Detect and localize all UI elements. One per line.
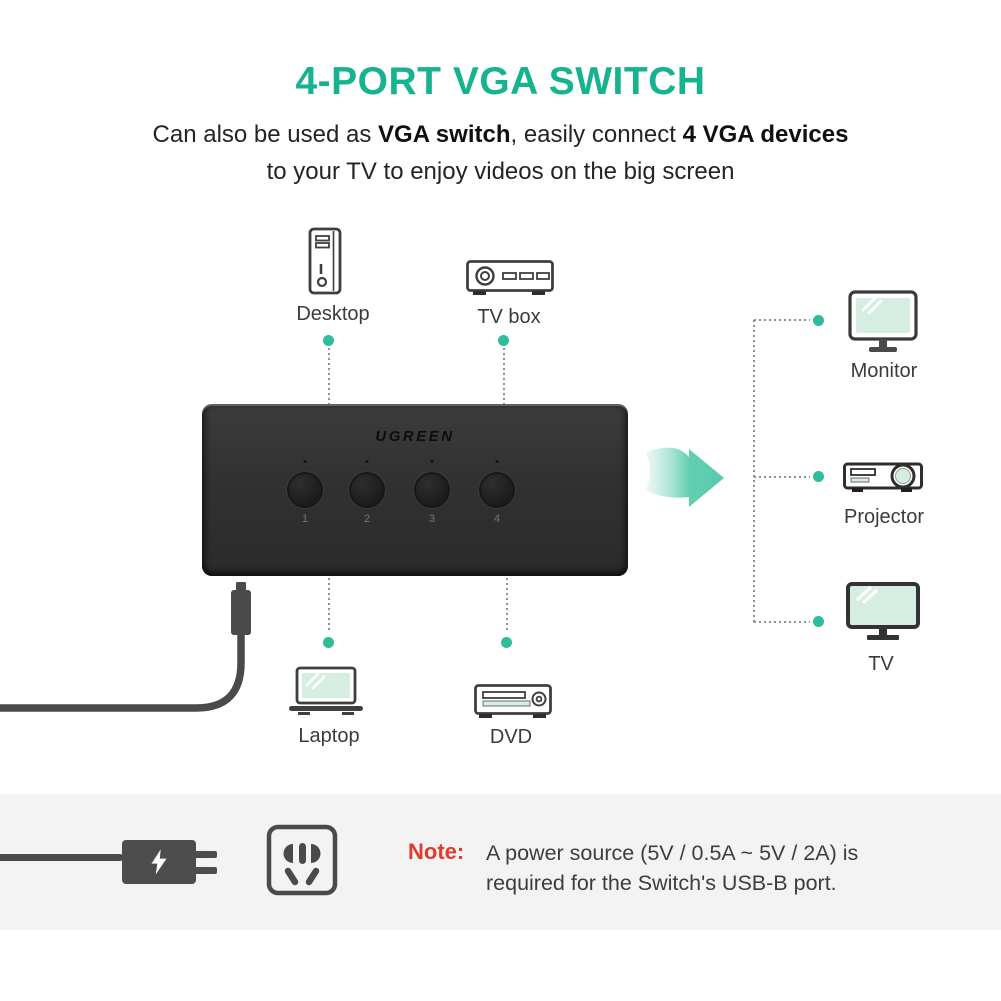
subtitle-seg3: , easily connect [510, 121, 683, 148]
connection-dot [323, 335, 334, 346]
tv-box-label: TV box [477, 306, 541, 328]
connection-dot [501, 637, 512, 648]
port-button-4: 4 [477, 404, 517, 576]
dotted-connector [328, 578, 330, 632]
subtitle-seg1: Can also be used as [152, 121, 379, 148]
plug-prong [194, 867, 217, 874]
monitor-icon [848, 290, 918, 352]
arrow-right-icon [646, 447, 724, 507]
ugreen-logo: UGREEN [375, 428, 455, 445]
port-button-1: 1 [285, 404, 325, 576]
connection-dot [323, 637, 334, 648]
connection-dot [813, 315, 824, 326]
indicator-led [430, 460, 434, 463]
port-number: 2 [363, 513, 371, 525]
select-button-icon [287, 472, 323, 508]
subtitle-seg2-bold: VGA switch [378, 121, 511, 148]
port-number: 4 [493, 513, 501, 525]
tv-label: TV [868, 653, 894, 675]
power-adapter-icon [122, 840, 196, 884]
select-button-icon [479, 472, 515, 508]
note-text: A power source (5V / 0.5A ~ 5V / 2A) is … [486, 839, 858, 898]
connection-dot [498, 335, 509, 346]
indicator-led [495, 460, 499, 463]
connection-dot [813, 471, 824, 482]
plug-prong [194, 851, 217, 858]
indicator-led [303, 460, 307, 463]
subtitle-line2: to your TV to enjoy videos on the big sc… [266, 158, 735, 185]
wall-socket-icon [266, 824, 338, 896]
subtitle-seg4-bold: 4 VGA devices [682, 121, 849, 148]
monitor-label: Monitor [850, 360, 918, 382]
note-line1: A power source (5V / 0.5A ~ 5V / 2A) is [486, 841, 859, 865]
port-number: 1 [301, 513, 309, 525]
connection-dot [813, 616, 824, 627]
lightning-bolt-icon [151, 849, 167, 875]
port-number: 3 [428, 513, 436, 525]
dotted-connector [753, 320, 755, 623]
projector-icon [843, 462, 923, 492]
page-title: 4-PORT VGA SWITCH [295, 60, 706, 103]
indicator-led [365, 460, 369, 463]
select-button-icon [414, 472, 450, 508]
dvd-label: DVD [489, 726, 533, 748]
dotted-connector [506, 578, 508, 632]
dotted-connector [754, 476, 810, 478]
dotted-connector [503, 348, 505, 404]
projector-label: Projector [843, 506, 925, 528]
note-line2: required for the Switch's USB-B port. [486, 870, 837, 895]
dotted-connector [328, 348, 330, 404]
laptop-icon [289, 666, 363, 715]
tv-box-icon [466, 260, 554, 295]
port-button-3: 3 [412, 404, 452, 576]
note-label: Note: [408, 839, 465, 864]
laptop-label: Laptop [298, 725, 360, 747]
desktop-label: Desktop [296, 303, 370, 325]
tv-icon [846, 582, 920, 640]
port-button-2: 2 [347, 404, 387, 576]
vga-switch-device: UGREEN 1 2 3 4 [202, 404, 628, 576]
dvd-player-icon [474, 684, 552, 718]
desktop-tower-icon [308, 227, 342, 295]
dotted-connector [754, 319, 810, 321]
select-button-icon [349, 472, 385, 508]
subtitle: Can also be used as VGA switch, easily c… [0, 116, 1001, 190]
power-cable [0, 854, 123, 861]
dotted-connector [754, 621, 810, 623]
